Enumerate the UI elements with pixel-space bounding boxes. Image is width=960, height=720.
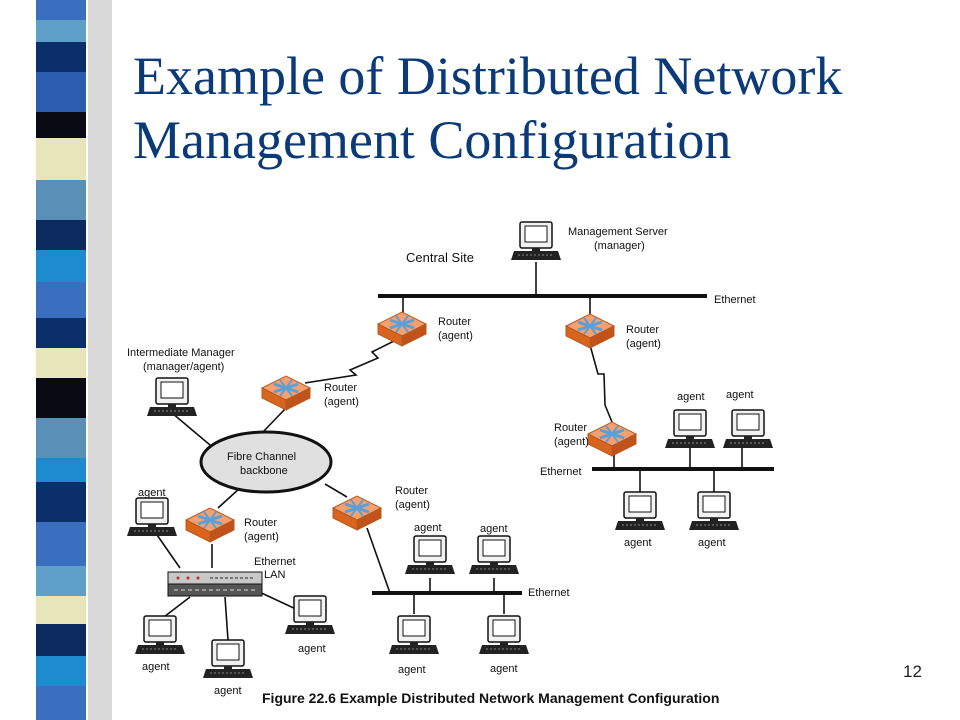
router-icon — [260, 374, 312, 412]
computer-icon — [134, 615, 186, 655]
slide-title-line2: Management Configuration — [133, 110, 732, 170]
router-rr-role-label: (agent) — [554, 436, 589, 448]
computer-icon — [664, 409, 716, 449]
ethernet-right-label: Ethernet — [540, 466, 582, 478]
management-server-label: Management Server — [568, 226, 668, 238]
router-icon — [586, 420, 638, 458]
page-number: 12 — [903, 662, 922, 681]
router-icon — [331, 494, 383, 532]
router-fc-label: Router — [324, 382, 357, 394]
ethernet-lan-label: Ethernet — [254, 556, 296, 568]
slide-title-line1: Example of Distributed Network — [133, 46, 843, 106]
fibre-channel-backbone — [199, 430, 333, 494]
ethernet-bottom-label: Ethernet — [528, 587, 570, 599]
router-br-label: Router — [395, 485, 428, 497]
agent-label: agent — [298, 643, 326, 655]
computer-icon — [510, 221, 562, 261]
computer-icon — [388, 615, 440, 655]
management-server-role-label: (manager) — [594, 240, 645, 252]
ethernet-lan-sub-label: LAN — [264, 569, 285, 581]
router-icon — [376, 310, 428, 348]
connections — [154, 262, 743, 641]
computer-icon — [404, 535, 456, 575]
computer-icon — [202, 639, 254, 679]
router-right-label: Router — [626, 324, 659, 336]
slide-title: Example of Distributed Network Managemen… — [133, 44, 842, 172]
computer-icon — [126, 497, 178, 537]
decorative-stripe — [0, 0, 112, 720]
agent-label: agent — [398, 664, 426, 676]
agent-label: agent — [480, 523, 508, 535]
agent-label: agent — [414, 522, 442, 534]
router-right-role-label: (agent) — [626, 338, 661, 350]
agent-label: agent — [726, 389, 754, 401]
fibre-channel-label: Fibre Channel — [227, 451, 296, 463]
router-lan-label: Router — [244, 517, 277, 529]
intermediate-manager-role-label: (manager/agent) — [143, 361, 224, 373]
agent-label: agent — [142, 661, 170, 673]
computer-icon — [722, 409, 774, 449]
agent-label: agent — [214, 685, 242, 697]
computer-icon — [468, 535, 520, 575]
router-left-label: Router — [438, 316, 471, 328]
router-icon — [564, 312, 616, 350]
computer-icon — [284, 595, 336, 635]
router-icon — [184, 506, 236, 544]
agent-label: agent — [490, 663, 518, 675]
router-br-role-label: (agent) — [395, 499, 430, 511]
computer-icon — [688, 491, 740, 531]
agent-label: agent — [138, 487, 166, 499]
ethernet-top-label: Ethernet — [714, 294, 756, 306]
computer-icon — [478, 615, 530, 655]
agent-label: agent — [698, 537, 726, 549]
figure-caption: Figure 22.6 Example Distributed Network … — [262, 690, 719, 706]
agent-label: agent — [677, 391, 705, 403]
router-left-role-label: (agent) — [438, 330, 473, 342]
fibre-channel-sub-label: backbone — [240, 465, 288, 477]
computer-icon — [614, 491, 666, 531]
router-rr-label: Router — [554, 422, 587, 434]
hub-icon — [167, 571, 263, 597]
central-site-label: Central Site — [406, 250, 474, 265]
intermediate-manager-label: Intermediate Manager — [127, 347, 235, 359]
agent-label: agent — [624, 537, 652, 549]
router-lan-role-label: (agent) — [244, 531, 279, 543]
computer-icon — [146, 377, 198, 417]
router-fc-role-label: (agent) — [324, 396, 359, 408]
